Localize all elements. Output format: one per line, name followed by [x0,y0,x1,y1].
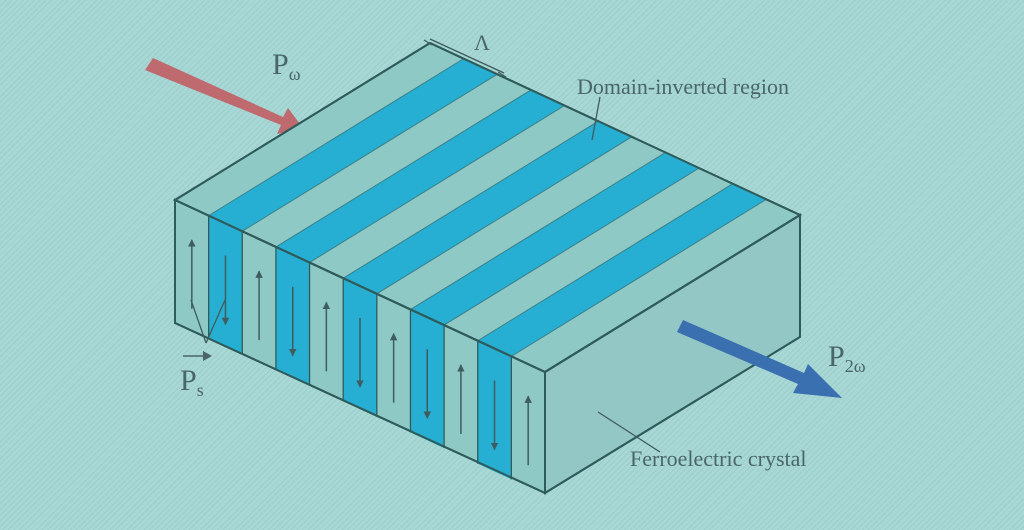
domain-region-label: Domain-inverted region [577,74,789,99]
ps-vector-arrowhead [203,351,212,361]
domain-boundary-top [443,167,700,326]
inverted-domain-top [275,89,565,263]
domain-boundary-top [410,152,666,310]
input-beam-arrow [145,58,303,134]
domain-region-leader [591,96,601,141]
domain-boundary-top [275,89,532,248]
domain-boundary-top [242,73,498,232]
output-beam-label: P2ω [828,340,866,376]
period-marker [423,38,507,78]
inverted-domain-top [343,121,632,294]
ps-leader-1 [190,299,207,344]
period-label: Λ [474,30,490,55]
domain-boundary-top [511,198,767,357]
inverted-domain-top [410,152,700,326]
domain-boundary-top [376,136,633,295]
output-beam-arrow [677,320,842,398]
inverted-domain-top [477,183,767,357]
inverted-domain-top [208,58,498,232]
domain-boundary-top [208,58,464,217]
polarization-arrows [188,239,532,466]
polarization-label: Ps [180,364,204,400]
ps-leader-2 [205,299,226,344]
domain-boundary-top [477,183,733,342]
domain-boundary-top [309,105,565,263]
crystal-label: Ferroelectric crystal [630,446,807,471]
crystal-leader [597,411,661,453]
domain-stripes-top [208,58,767,357]
input-beam-label: Pω [272,48,301,84]
domain-boundary-top [342,120,599,279]
